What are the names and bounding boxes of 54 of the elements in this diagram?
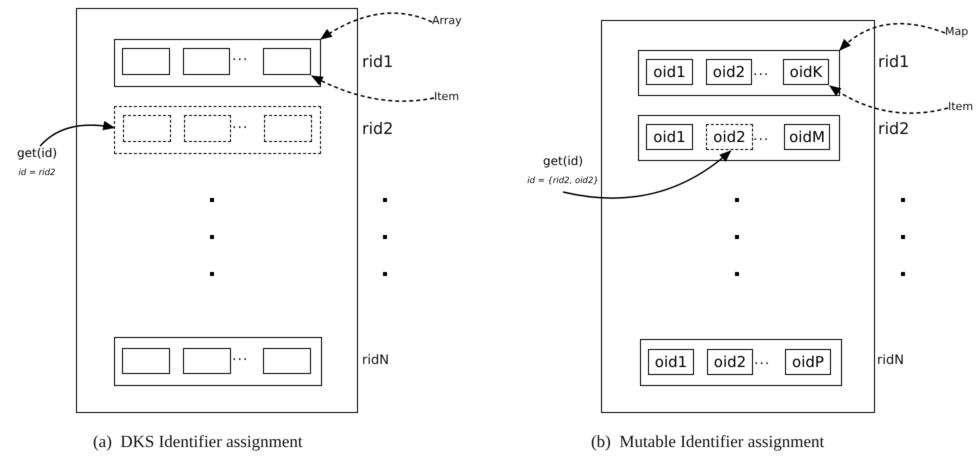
- figure-caption: (a) DKS Identifier assignment: [93, 432, 303, 452]
- row-id-label: ridN: [877, 353, 904, 368]
- item-box: oid2: [707, 349, 753, 375]
- callout-text: Item: [434, 90, 464, 106]
- item-box: oid1: [646, 59, 693, 85]
- item-box: [184, 115, 231, 142]
- item-box: [264, 115, 312, 142]
- callout-text: Map: [945, 25, 975, 41]
- row-id-label: rid1: [878, 52, 910, 71]
- row-box: [114, 336, 322, 386]
- item-box: [183, 348, 231, 374]
- arrow: [562, 150, 732, 199]
- row-box: [640, 338, 842, 386]
- row-id-label: rid2: [362, 119, 394, 138]
- ellipsis: ···: [753, 132, 770, 148]
- row-box: [638, 50, 840, 96]
- row-box: [638, 114, 840, 160]
- item-box: oidM: [784, 124, 830, 150]
- row-id-label: rid2: [878, 119, 910, 138]
- row-id-label: ridN: [362, 353, 389, 368]
- callout-text: Item: [948, 100, 978, 116]
- item-box: oid2: [706, 124, 753, 150]
- row-box: [114, 38, 320, 86]
- container-box: [601, 20, 875, 413]
- dashed-arrow: [839, 23, 946, 51]
- ellipsis: ···: [232, 52, 248, 68]
- function-call-text: get(id): [16, 146, 58, 160]
- container-box: [76, 8, 358, 413]
- callout-text: Array: [432, 14, 466, 30]
- item-box: oid1: [646, 124, 693, 150]
- dashed-arrow: [310, 75, 434, 102]
- function-call-text: get(id): [542, 154, 584, 168]
- figure-caption: (b) Mutable Identifier assignment: [591, 432, 824, 452]
- item-box: [263, 48, 311, 75]
- item-box: [122, 348, 170, 374]
- arrow: [40, 121, 116, 147]
- item-box: oid2: [706, 59, 752, 85]
- item-box: [123, 115, 171, 142]
- id-formula-text: id = {rid2, oid2}: [527, 176, 599, 186]
- ellipsis: ···: [232, 120, 248, 136]
- ellipsis: ···: [754, 356, 770, 372]
- row-box: [114, 106, 320, 154]
- ellipsis: ···: [753, 67, 770, 83]
- item-box: oid1: [648, 349, 694, 375]
- row-id-label: rid1: [362, 52, 394, 71]
- dashed-arrow: [829, 85, 948, 114]
- item-box: oidP: [785, 349, 831, 375]
- ellipsis: ···: [232, 352, 248, 368]
- item-box: [183, 48, 230, 75]
- item-box: oidK: [783, 59, 829, 85]
- id-formula-text: id = rid2: [18, 168, 56, 178]
- item-box: [122, 48, 170, 75]
- dashed-arrow: [320, 12, 432, 40]
- item-box: [263, 348, 311, 374]
